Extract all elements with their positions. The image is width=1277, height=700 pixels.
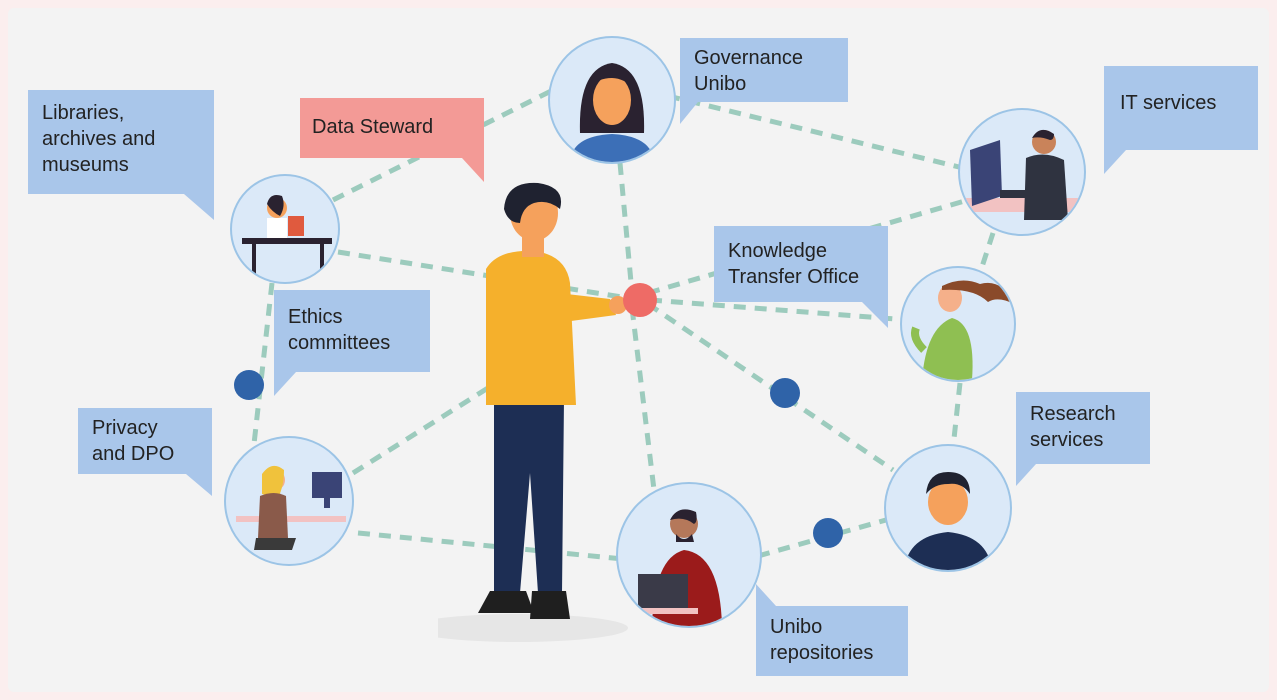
research-services-callout: Research services — [1016, 392, 1150, 486]
link-privacy-steward — [351, 385, 490, 476]
woman-avatar-icon — [570, 63, 654, 162]
it-services-node — [958, 108, 1086, 236]
research-services-label: Research services — [1030, 403, 1116, 451]
knowledge-transfer-callout: Knowledge Transfer Office — [714, 226, 888, 328]
libraries-node — [230, 174, 340, 284]
woman-waving-icon — [911, 280, 1014, 380]
callout-tail — [462, 158, 484, 182]
connector-dot-left — [234, 370, 264, 400]
callout-tail — [1016, 464, 1036, 486]
callout-tail — [186, 474, 212, 496]
link-libraries-privacy — [250, 282, 275, 454]
repositories-label: Unibo repositories — [770, 616, 874, 664]
repositories-node — [616, 482, 762, 628]
repositories-callout: Unibo repositories — [756, 584, 908, 676]
ethics-callout: Ethics committees — [274, 290, 430, 396]
man-avatar-icon — [904, 472, 992, 570]
link-hub-it — [647, 197, 969, 296]
privacy-callout: Privacy and DPO — [78, 408, 212, 496]
diagram-canvas: Governance Unibo Libraries, archives and… — [8, 8, 1269, 692]
research-services-node — [884, 444, 1012, 572]
link-it-knowledge — [977, 232, 996, 274]
repository-worker-icon — [638, 509, 722, 626]
it-worker-icon — [960, 129, 1084, 220]
privacy-officer-icon — [236, 465, 346, 550]
connector-dot-middle — [770, 378, 800, 408]
knowledge-transfer-label: Knowledge Transfer Office — [728, 240, 860, 288]
central-hub-node — [623, 283, 657, 317]
link-hub-repositories — [629, 307, 658, 499]
libraries-callout: Libraries, archives and museums — [28, 90, 214, 220]
link-governance-it — [667, 93, 964, 171]
privacy-label: Privacy and DPO — [92, 417, 175, 465]
connector-dot-bottom — [813, 518, 843, 548]
it-services-callout: IT services — [1104, 66, 1258, 174]
callout-tail — [756, 584, 776, 606]
it-services-label: IT services — [1120, 92, 1217, 114]
callout-tail — [862, 302, 888, 328]
callout-tail — [184, 194, 214, 220]
governance-callout: Governance Unibo — [680, 38, 848, 124]
data-steward-callout: Data Steward — [300, 98, 484, 182]
link-knowledge-research — [950, 382, 963, 449]
governance-label: Governance Unibo — [694, 47, 803, 95]
ethics-label: Ethics committees — [288, 306, 391, 354]
callout-tail — [1104, 150, 1126, 174]
data-steward-figure — [438, 182, 628, 642]
data-steward-label: Data Steward — [312, 116, 434, 138]
callout-tail — [680, 102, 698, 124]
callout-tail — [274, 372, 296, 396]
librarian-icon — [242, 195, 332, 274]
link-privacy-repositories — [357, 530, 634, 563]
knowledge-transfer-node — [900, 266, 1016, 382]
libraries-label: Libraries, archives and museums — [42, 102, 156, 176]
link-libraries-hub — [337, 249, 629, 301]
link-governance-hub — [617, 162, 635, 294]
privacy-node — [224, 436, 354, 566]
governance-node — [548, 36, 676, 164]
